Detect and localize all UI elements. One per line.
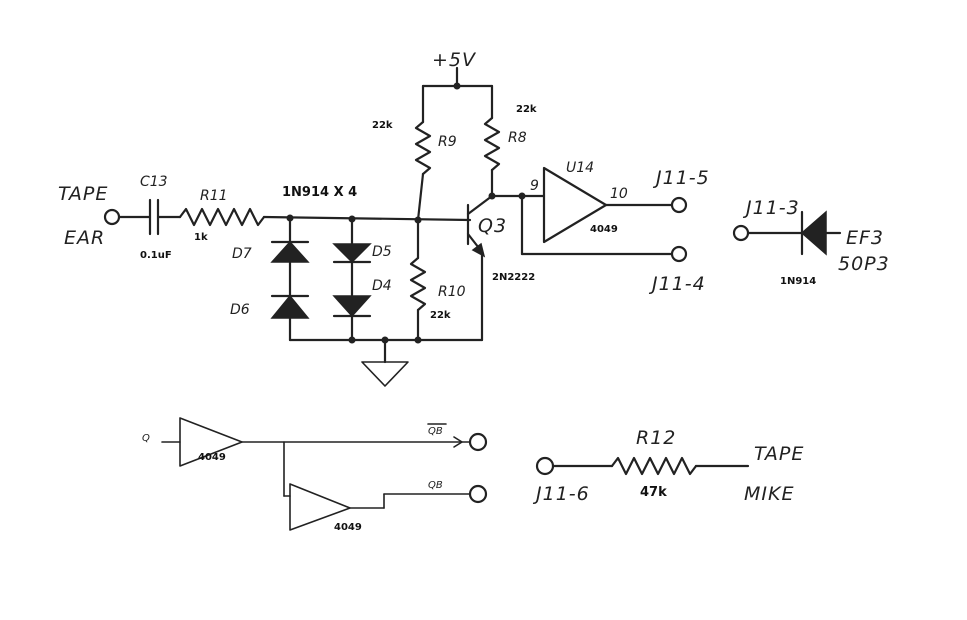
inverter-input-label: Q [142, 433, 150, 444]
supply-label: +5V [432, 49, 477, 71]
inverter-1-triangle [179, 417, 243, 467]
qb-terminal [468, 484, 488, 504]
r11-ref: R11 [200, 188, 228, 204]
qb-bar-label: QB [428, 426, 443, 437]
inverter-2-part: 4049 [334, 522, 362, 533]
u14-pin-in: 9 [530, 178, 539, 194]
tape-ear-terminal [103, 208, 121, 226]
r8-ref: R8 [508, 130, 527, 146]
j11-3-label: J11-3 [742, 197, 800, 219]
r9-ref: R9 [438, 134, 457, 150]
tape-mike-output: R12 47k J11-6 TAPE MIKE [532, 427, 804, 505]
r10-value: 22k [430, 310, 451, 321]
d5-label: D5 [372, 244, 392, 260]
resistor-r8: 22k R8 [483, 104, 537, 200]
transistor-q3: Q3 2N2222 [466, 194, 535, 342]
tape-ear-tape-label: TAPE [58, 183, 108, 205]
inverter-1-part: 4049 [198, 452, 226, 463]
u14-pin-out: 10 [610, 186, 628, 202]
diode-group: 1N914 X 4 D7 D6 D5 D4 [230, 185, 422, 342]
diode-group-label: 1N914 X 4 [282, 185, 357, 200]
r12-ref: R12 [636, 427, 676, 449]
power-rail: +5V [421, 49, 494, 124]
j11-6-label: J11-6 [532, 483, 590, 505]
j11-5-label: J11-5 [652, 167, 710, 189]
qb-label: QB [428, 480, 443, 491]
tape-mike-tape-label: TAPE [754, 443, 804, 465]
diode-1n914-icon [800, 210, 827, 256]
single-diode-part: 1N914 [780, 276, 816, 287]
resistor-r11: R11 1k [178, 188, 472, 243]
c13-ref: C13 [140, 174, 168, 190]
j11-4-terminal [670, 245, 688, 263]
r12-value: 47k [640, 485, 667, 500]
r11-value: 1k [194, 232, 208, 243]
buffer-u14: U14 9 10 4049 J11-5 J11-4 [490, 160, 710, 295]
u14-ref: U14 [566, 160, 594, 176]
capacitor-c13: C13 0.1uF [140, 174, 182, 261]
ground-bus [288, 336, 484, 387]
ef3-line1: EF3 [846, 227, 884, 249]
q3-ref: Q3 [478, 215, 507, 237]
d6-label: D6 [230, 302, 250, 318]
qb-bar-terminal [468, 432, 488, 452]
j11-5-terminal [670, 196, 688, 214]
j11-4-label: J11-4 [648, 273, 706, 295]
resistor-r10: R10 22k [409, 218, 466, 342]
j11-3-terminal [732, 224, 750, 242]
resistor-r9: 22k R9 [372, 120, 457, 222]
r10-ref: R10 [438, 284, 466, 300]
inverter-section: Q 4049 QB 4049 QB [142, 417, 488, 533]
d7-label: D7 [232, 246, 252, 262]
r8-value: 22k [516, 104, 537, 115]
ef3-line2: 50P3 [838, 253, 890, 275]
tape-mike-mike-label: MIKE [744, 483, 794, 505]
u14-triangle [542, 166, 608, 244]
tape-ear-input: TAPE EAR [58, 183, 152, 249]
u14-part: 4049 [590, 224, 618, 235]
c13-value: 0.1uF [140, 250, 172, 261]
tape-ear-ear-label: EAR [64, 227, 105, 249]
inverter-2-triangle [289, 483, 351, 531]
ground-icon [361, 361, 409, 387]
j11-3-ef3: J11-3 1N914 EF3 50P3 [732, 197, 890, 287]
d4-label: D4 [372, 278, 392, 294]
r9-value: 22k [372, 120, 393, 131]
q3-part: 2N2222 [492, 272, 535, 283]
j11-6-terminal [535, 456, 555, 476]
